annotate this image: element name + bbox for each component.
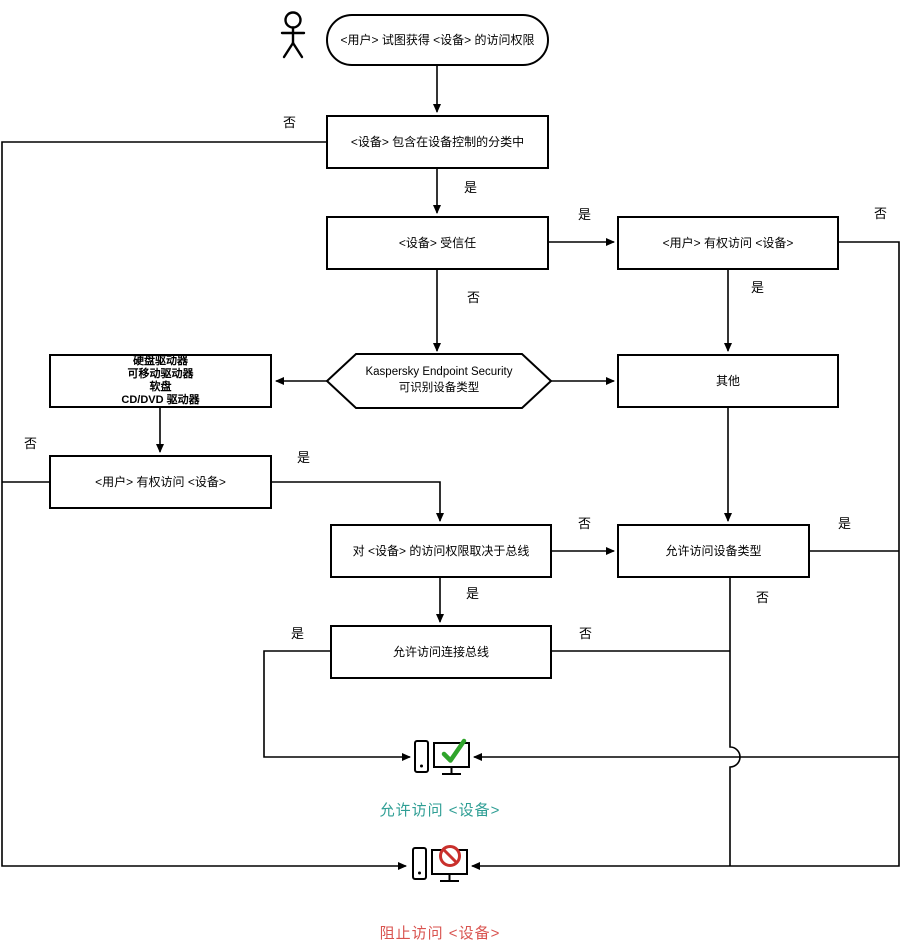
device-type-item: CD/DVD 驱动器 [121,393,200,406]
node-trusted: <设备> 受信任 [326,216,549,270]
check-icon [441,738,467,763]
identify-line1: Kaspersky Endpoint Security [365,366,513,379]
device-type-item: 硬盘驱动器 [133,355,188,368]
edge-label-yes: 是 [838,516,852,531]
edge-type-allowed-no-to-blocked [729,578,741,866]
edge-label-no: 否 [283,115,297,130]
node-start: <用户> 试图获得 <设备> 的访问权限 [326,14,549,66]
monitor [433,742,470,768]
identify-hexagon [325,353,553,409]
device-tower [412,847,427,880]
edge-label-yes: 是 [291,626,305,641]
prohibition-slash [442,848,458,864]
node-user-access-top: <用户> 有权访问 <设备> [617,216,839,270]
edge-label-yes: 是 [751,280,765,295]
edge-label-yes: 是 [466,586,480,601]
identify-line2: 可识别设备类型 [398,382,480,394]
node-classification: <设备> 包含在设备控制的分类中 [326,115,549,169]
edge-label-yes: 是 [464,180,478,195]
node-user-access-left: <用户> 有权访问 <设备> [49,455,272,509]
edge-label-yes: 是 [578,207,592,222]
computer-access-blocked-icon [412,845,468,882]
blocked-caption: 阻止访问 <设备> [379,925,501,942]
node-bus-allowed: 允许访问连接总线 [330,625,552,679]
edge-bus-allowed-yes-to-allowed [263,650,411,761]
connectors [1,66,900,870]
edge-user-top-no-to-blocked [471,241,900,870]
node-device-type-allowed: 允许访问设备类型 [617,524,810,578]
device-type-item: 可移动驱动器 [127,368,194,381]
edge-label-no: 否 [874,206,888,221]
edge-label-no: 否 [24,436,38,451]
node-device-type-list: 硬盘驱动器 可移动驱动器 软盘 CD/DVD 驱动器 [49,354,272,408]
tower-button [418,871,421,875]
edge-classification-no-to-blocked [1,141,407,870]
edge-label-no: 否 [578,516,592,531]
allowed-caption: 允许访问 <设备> [379,802,501,819]
edge-label-yes: 是 [297,450,311,465]
node-other: 其他 [617,354,839,408]
device-tower [414,740,429,773]
node-depends-on-bus: 对 <设备> 的访问权限取决于总线 [330,524,552,578]
edge-label-no: 否 [467,290,481,305]
edge-user-left-yes [272,481,444,522]
tower-button [420,764,423,768]
computer-access-allowed-icon [414,738,470,775]
device-type-item: 软盘 [149,381,172,393]
edge-label-no: 否 [579,626,593,641]
edge-label-no: 否 [756,590,770,605]
node-identify-device-type: Kaspersky Endpoint Security 可识别设备类型 [339,360,539,402]
person-icon [280,11,306,59]
